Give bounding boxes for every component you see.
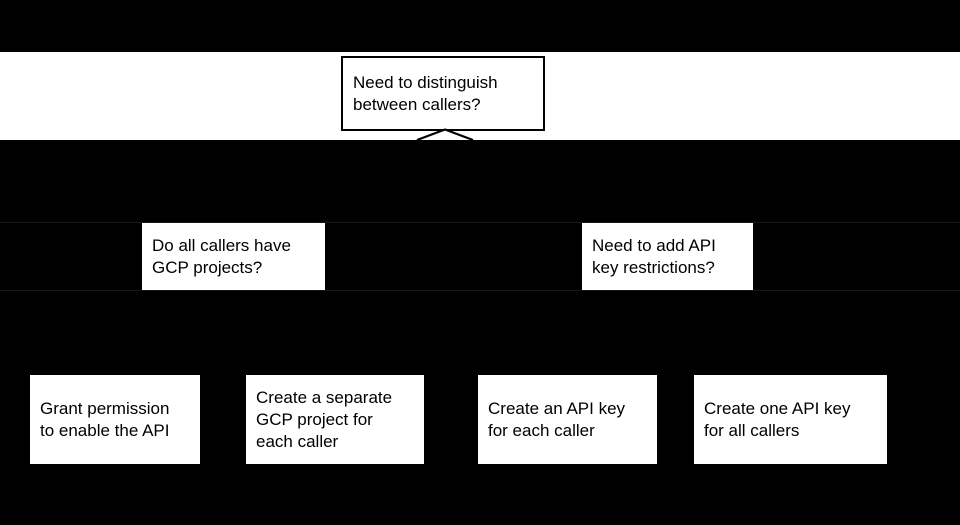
- row-divider-bottom: [0, 290, 960, 291]
- row-divider-top: [0, 222, 960, 223]
- action-node-api-key-each-caller: Create an API key for each caller: [478, 375, 657, 464]
- decision-node-api-key-restrictions: Need to add API key restrictions?: [582, 223, 753, 290]
- decision-node-gcp-projects: Do all callers have GCP projects?: [142, 223, 325, 290]
- action-node-label: Create an API key for each caller: [488, 398, 626, 440]
- action-node-label: Create a separate GCP project for each c…: [256, 387, 393, 451]
- action-node-grant-permission: Grant permission to enable the API: [30, 375, 200, 464]
- decision-node-distinguish-callers: Need to distinguish between callers?: [341, 56, 545, 131]
- decision-node-label: Need to distinguish between callers?: [353, 72, 498, 114]
- action-node-label: Grant permission to enable the API: [40, 398, 170, 440]
- decision-node-label: Do all callers have GCP projects?: [152, 235, 291, 277]
- diamond-tip-connector: [416, 128, 474, 140]
- action-node-separate-gcp-project: Create a separate GCP project for each c…: [246, 375, 424, 464]
- action-node-label: Create one API key for all callers: [704, 398, 851, 440]
- action-node-api-key-all-callers: Create one API key for all callers: [694, 375, 887, 464]
- decision-node-label: Need to add API key restrictions?: [592, 235, 716, 277]
